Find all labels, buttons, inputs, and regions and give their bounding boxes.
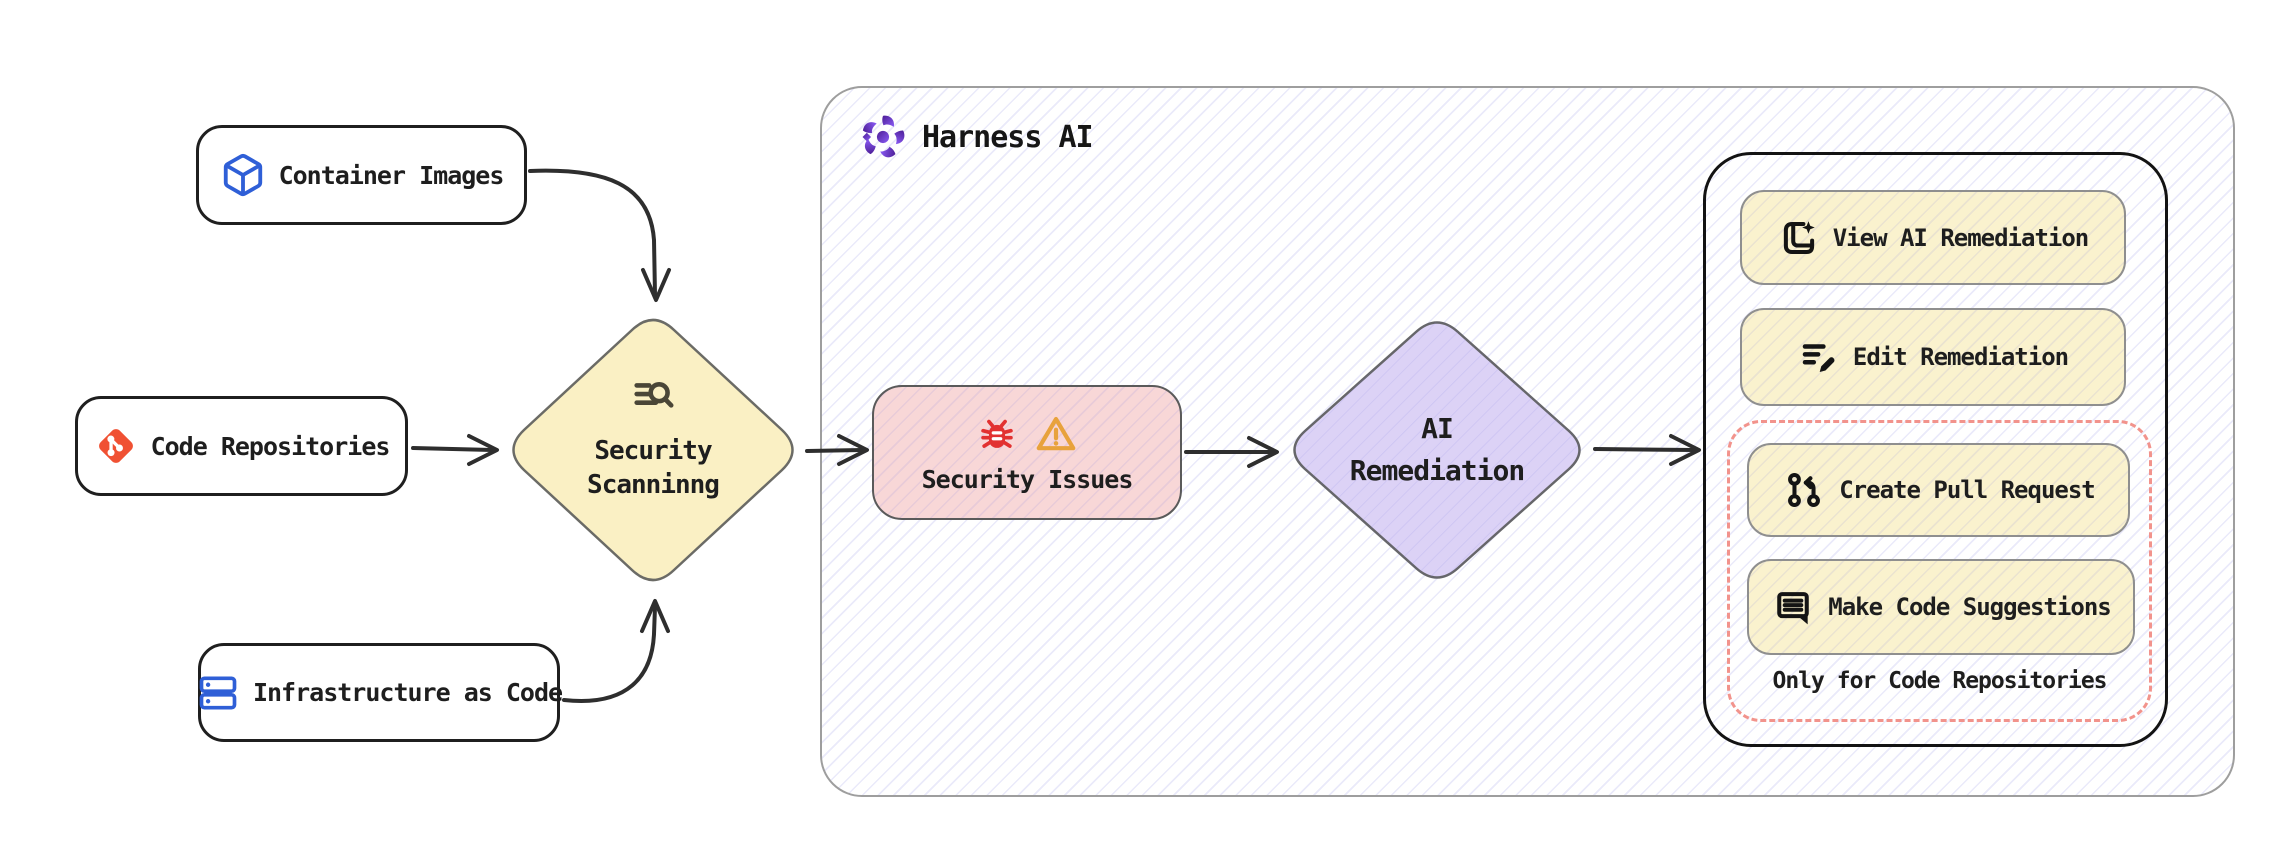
code-repos-only-group [1727, 420, 2152, 722]
button-label: Edit Remediation [1852, 343, 2069, 371]
node-label-line1: Security [594, 436, 712, 466]
list-pencil-icon [1798, 336, 1840, 378]
node-infrastructure-as-code: Infrastructure as Code [196, 643, 563, 742]
arrow-code-repositories-to-scanning [411, 434, 499, 466]
warning-icon [1033, 411, 1079, 457]
node-label: Infrastructure as Code [252, 678, 563, 707]
server-stack-icon [196, 671, 240, 715]
arrow-container-images-to-scanning [528, 168, 671, 302]
node-label-line2: Scanninng [587, 470, 720, 500]
button-label: Create Pull Request [1839, 476, 2096, 504]
node-security-scanning: Security Scanninng [553, 372, 753, 532]
node-code-repositories: Code Repositories [75, 396, 408, 496]
bug-icon [975, 412, 1019, 456]
harness-ai-logo [856, 110, 910, 164]
node-label: Code Repositories [150, 431, 391, 461]
harness-ai-header: Harness AI [856, 108, 1094, 166]
remediation-actions-panel [1703, 152, 2168, 747]
make-code-suggestions-button: Make Code Suggestions [1747, 559, 2135, 655]
git-icon [94, 424, 138, 468]
comment-lines-icon [1771, 585, 1815, 629]
arrow-iac-to-scanning [562, 599, 670, 703]
node-label-line1: AI [1421, 412, 1454, 445]
view-ai-remediation-button: View AI Remediation [1740, 190, 2126, 285]
pull-request-icon [1782, 468, 1826, 512]
container-cube-icon [220, 152, 266, 198]
scan-search-icon [624, 372, 682, 418]
node-label: Security Issues [921, 465, 1134, 494]
harness-ai-title: Harness AI [922, 119, 1094, 155]
node-security-issues: Security Issues [872, 385, 1182, 520]
node-container-images: Container Images [196, 125, 527, 225]
book-sparkle-icon [1778, 217, 1820, 259]
create-pull-request-button: Create Pull Request [1747, 443, 2130, 537]
node-ai-remediation: AI Remediation [1337, 408, 1537, 498]
button-label: View AI Remediation [1832, 223, 2090, 252]
button-label: Make Code Suggestions [1828, 593, 2111, 621]
restriction-note: Only for Code Repositories [1772, 668, 2107, 694]
node-label: Container Images [278, 160, 505, 190]
security-issue-icons [975, 411, 1079, 457]
node-label-line2: Remediation [1349, 454, 1525, 487]
edit-remediation-button: Edit Remediation [1740, 308, 2126, 406]
